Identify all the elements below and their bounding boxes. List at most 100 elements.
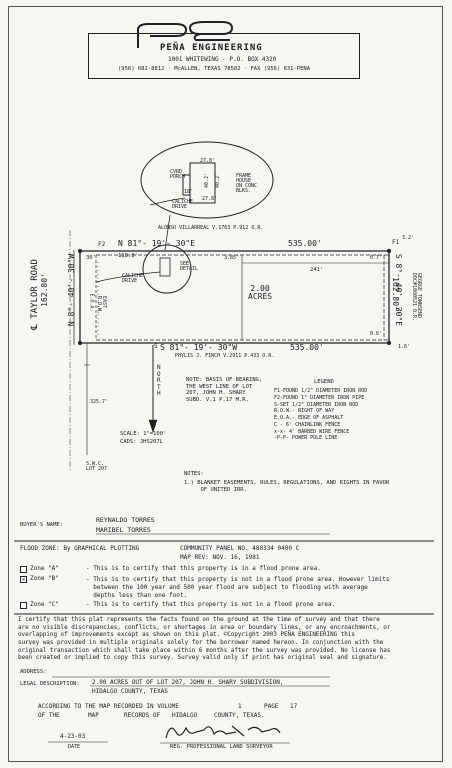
- note-item: 1.) BLANKET EASEMENTS, RULES, REGULATION…: [184, 480, 390, 493]
- dim-118: 118.8': [118, 253, 138, 259]
- caliche-drive-path: [95, 271, 161, 283]
- buyer-label: BUYER'S NAME:: [20, 522, 64, 528]
- north-adjoiner: ALONSO VILLARREAL V.1763 P.912 O.R.: [158, 225, 264, 231]
- detail-caliche-drive: CALICHE DRIVE: [172, 199, 194, 210]
- corner-sw: [77, 340, 83, 346]
- dim-241: 241': [310, 267, 324, 273]
- legend-item: -P-P- POWER POLE LINE: [274, 435, 338, 442]
- legend-list: F1-FOUND 1/2" DIAMETER IRON ROD F2-FOUND…: [274, 388, 367, 442]
- caliche-drive: CALICHE DRIVE: [122, 273, 144, 284]
- company-address: 1001 WHITEWING · P.O. BOX 4320: [168, 56, 277, 63]
- west-bearing: N 8°- 40'- 30"W: [67, 253, 77, 327]
- signature: [165, 725, 281, 739]
- row-label: EAST R.O.W.: [96, 295, 108, 315]
- west-road-label: ℄ TAYLOR ROAD: [29, 259, 40, 330]
- detail-dim-top: 27.8': [200, 158, 216, 164]
- legal-label: LEGAL DESCRIPTION:: [20, 681, 80, 687]
- house-small: [159, 257, 171, 277]
- legend-item: S-SET 1/2" DIAMETER IRON ROD: [274, 401, 359, 408]
- pe-logo-mark: [137, 21, 234, 48]
- map-record-county: HIDALGO: [172, 712, 198, 719]
- detail-dim-left: 40.2': [204, 172, 211, 189]
- dim-06: 0.6': [370, 331, 383, 337]
- map-record-map: MAP: [88, 712, 99, 719]
- surveyor-label: REG. PROFESSIONAL LAND SURVEYOR: [170, 744, 273, 750]
- south-bearing: S 81°- 19'- 30"W: [160, 343, 238, 352]
- map-record-post: COUNTY, TEXAS.: [214, 712, 265, 719]
- zone-b-text: - This is to certify that this property …: [86, 576, 390, 599]
- date-label: DATE: [68, 744, 81, 750]
- sheet-border: [8, 6, 443, 762]
- south-adjoiner: PHYLIS J. FINCH V.2911 P.433 O.R.: [175, 353, 275, 359]
- detail-dim-porch: 18': [184, 189, 194, 195]
- corner-ne: [386, 248, 392, 254]
- zone-a-checkbox[interactable]: [20, 566, 27, 573]
- detail-dim-bottom: 27.8': [202, 196, 218, 202]
- north-bearing: N 81°- 19'- 30"E: [118, 239, 196, 248]
- zone-b-checkbox[interactable]: ✕: [20, 576, 27, 583]
- legend-item: x-x- 4' BARBED WIRE FENCE: [274, 428, 350, 435]
- legal-line-1: 2.00 ACRES OUT OF LOT 207, JOHN H. SHARY…: [92, 679, 284, 686]
- detail-callout-ellipse: [140, 141, 274, 219]
- map-record-page: 17: [290, 703, 298, 710]
- certification-text: I certify that this plat represents the …: [18, 617, 391, 662]
- eoa-label: E.O.A.: [88, 293, 95, 312]
- detail-leader: [164, 214, 171, 251]
- legend-title: LEGEND: [314, 379, 334, 385]
- detail-dim-right: 40.2': [215, 172, 222, 189]
- detail-frame-house: FRAME HOUSE ON CONC BLKS.: [236, 173, 258, 194]
- address-label: ADDRESS:: [20, 669, 47, 675]
- scale-label: SCALE: 1"=100': [120, 431, 167, 437]
- zone-b-label: Zone "B": [30, 575, 59, 582]
- dim-16: 1.6': [398, 344, 411, 350]
- area-label: 2.00 ACRES: [248, 284, 273, 301]
- north-distance: 535.00': [288, 239, 322, 248]
- legal-line-2: HIDALGO COUNTY, TEXAS: [92, 688, 168, 695]
- dim-32: 3.2': [402, 235, 415, 241]
- dim-30: 30': [86, 255, 96, 261]
- west-distance: 162.80': [39, 273, 49, 307]
- zone-a-label: Zone "A": [30, 565, 59, 572]
- buyer-name-2: MARIBEL TORRES: [96, 526, 151, 534]
- north-arrow-head: [148, 419, 158, 433]
- dim-07: 0.7': [370, 255, 383, 261]
- dim-385: 3.85': [224, 255, 240, 261]
- legend-item: F2-FOUND 1" DIAMETER IRON PIPE: [274, 394, 365, 401]
- legend-item: E.O.A.- EDGE OF ASPHALT: [274, 415, 344, 421]
- legend-item: F1-FOUND 1/2" DIAMETER IRON ROD: [274, 388, 368, 394]
- marker-s: S: [154, 343, 158, 350]
- flood-label: FLOOD ZONE: By GRAPHICAL PLOTTING: [20, 545, 140, 552]
- detail-porch: [182, 174, 191, 196]
- map-record-records-of: RECORDS OF: [124, 712, 161, 719]
- legend-item: C - 6' CHAINLINK FENCE: [274, 421, 341, 428]
- flood-panel: COMMUNITY PANEL NO. 480334 0400 C: [180, 545, 300, 552]
- east-distance: 162.80': [390, 277, 400, 311]
- flood-map-rev: MAP REV: NOV. 16, 1981: [180, 554, 260, 561]
- detail-cvrd-porch: CVRD PORCH: [170, 169, 186, 180]
- notes-title: NOTES:: [184, 471, 204, 477]
- legend-item: R.O.W.- RIGHT OF WAY: [274, 408, 335, 415]
- zone-a-text: - This is to certify that this property …: [86, 565, 321, 572]
- map-record-pre: ACCORDING TO THE MAP RECORDED IN VOLUME: [38, 703, 179, 710]
- zone-c-text: - This is to certify that this property …: [86, 601, 336, 608]
- date-value: 4-23-03: [60, 733, 86, 740]
- company-contact: (956) 682-8812 · McALLEN, TEXAS 78502 · …: [118, 66, 311, 72]
- dim-3257: 325.7': [90, 399, 109, 405]
- marker-f2: F2: [98, 241, 106, 248]
- company-name: PEÑA ENGINEERING: [160, 43, 263, 53]
- see-detail: SEE DETAIL: [180, 261, 199, 272]
- zone-c-checkbox[interactable]: [20, 602, 27, 609]
- east-adjoiner: GEORGE TOWNSEND DOC#1080521 O.R.: [411, 272, 423, 322]
- map-record-of-the: OF THE: [38, 712, 60, 719]
- cads-label: CADS: JHS207L: [120, 439, 164, 445]
- north-label: N O R T H: [157, 364, 161, 398]
- map-record-page-label: PAGE: [264, 703, 279, 710]
- house-circle: [142, 244, 192, 294]
- south-distance: 535.00': [290, 343, 324, 352]
- detail-drive: [149, 197, 186, 206]
- corner-nw: [77, 248, 83, 254]
- map-record-volume: 1: [238, 703, 242, 710]
